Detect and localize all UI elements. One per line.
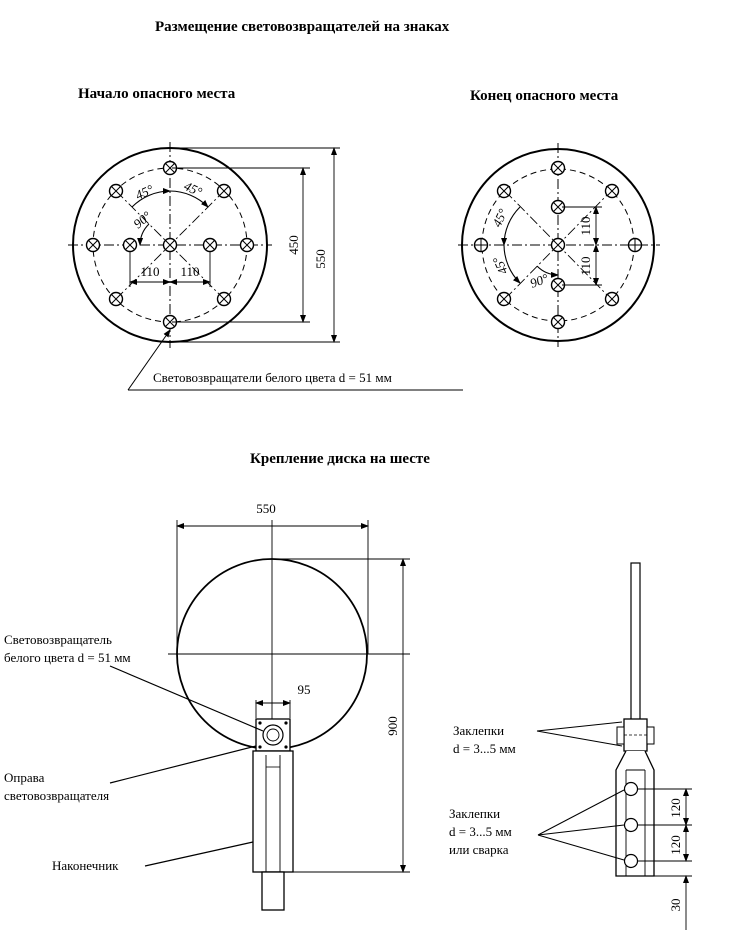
dim-110-label: 110 xyxy=(140,264,159,279)
reflector-label-line1: Световозвращатель xyxy=(4,632,112,647)
reflector xyxy=(550,160,566,176)
angle-45-label: 45° xyxy=(182,178,205,199)
start-danger-disc: 45° 45° 90° 110 110 450 550 xyxy=(68,142,463,391)
reflector xyxy=(202,237,218,253)
reflector xyxy=(108,291,124,307)
start-danger-title: Начало опасного места xyxy=(78,86,236,102)
reflector xyxy=(85,237,101,253)
angle-90-label: 90° xyxy=(528,270,550,290)
pole xyxy=(261,871,285,911)
rivets-label-2-line1: Заклепки xyxy=(449,806,501,821)
dim-450-label: 450 xyxy=(286,235,301,255)
reflector xyxy=(108,183,124,199)
dim-110-label: 110 xyxy=(578,256,593,275)
main-title: Размещение световозвращателей на знаках xyxy=(155,19,450,35)
reflector xyxy=(473,237,489,253)
reflector xyxy=(216,291,232,307)
reflector xyxy=(627,237,643,253)
pole-side-view: 120 120 30 xyxy=(536,562,692,930)
rivets-label-2-line2: d = 3...5 мм xyxy=(449,824,512,839)
end-danger-title: Конец опасного места xyxy=(470,88,619,104)
dim-550-label: 550 xyxy=(313,249,328,269)
angle-45-label: 45° xyxy=(489,206,510,229)
tip-label: Наконечник xyxy=(52,858,119,873)
dim-900-label: 900 xyxy=(385,716,400,736)
pole-tip xyxy=(252,750,294,873)
dim-120-label: 120 xyxy=(668,835,683,855)
rivets-label-1-line2: d = 3...5 мм xyxy=(453,741,516,756)
reflector xyxy=(239,237,255,253)
frame-label-line2: световозвращателя xyxy=(4,788,110,803)
mount-title: Крепление диска на шесте xyxy=(250,451,430,467)
dim-95-label: 95 xyxy=(298,682,311,697)
rivet xyxy=(623,817,639,833)
frame-label-line1: Оправа xyxy=(4,770,45,785)
reflector xyxy=(604,291,620,307)
angle-45-label: 45° xyxy=(133,181,156,202)
angle-45-label: 45° xyxy=(489,254,510,277)
reflector xyxy=(496,183,512,199)
reflector xyxy=(162,237,178,253)
dim-120-label: 120 xyxy=(668,798,683,818)
rivets-label-2-line3: или сварка xyxy=(449,842,509,857)
dim-110-label: 110 xyxy=(578,216,593,235)
dim-110-label: 110 xyxy=(180,264,199,279)
reflector xyxy=(550,237,566,253)
reflector xyxy=(122,237,138,253)
rivet xyxy=(623,853,639,869)
reflector xyxy=(604,183,620,199)
reflector-frame xyxy=(255,718,291,752)
dim-550-label: 550 xyxy=(256,501,276,516)
reflector-label-line2: белого цвета d = 51 мм xyxy=(4,650,131,665)
rivet xyxy=(623,781,639,797)
mounted-disc: 550 900 95 xyxy=(109,501,410,911)
reflector xyxy=(496,291,512,307)
rivets-label-1-line1: Заклепки xyxy=(453,723,505,738)
angle-90-label: 90° xyxy=(130,208,154,231)
reflector xyxy=(262,724,284,746)
reflectors-note: Световозвращатели белого цвета d = 51 мм xyxy=(153,370,392,385)
dim-30-label: 30 xyxy=(668,899,683,912)
end-danger-disc: 45° 45° 90° 110 110 xyxy=(458,143,660,347)
reflector xyxy=(550,314,566,330)
reflector xyxy=(216,183,232,199)
